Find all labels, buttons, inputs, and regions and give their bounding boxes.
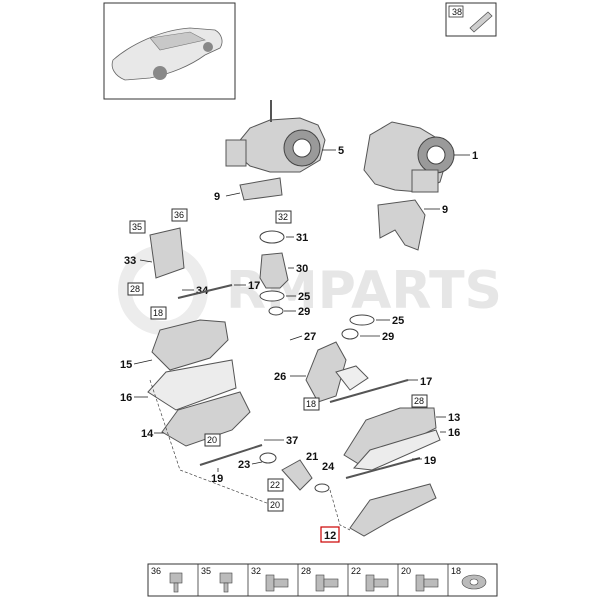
callout-25-left: 25: [298, 291, 310, 303]
turbocharger-left: [225, 100, 326, 173]
callout-14: 14: [141, 428, 154, 440]
clamp-29: [268, 306, 284, 316]
heat-shield-33: [149, 227, 185, 279]
callout-19-right: 19: [424, 455, 436, 467]
ref-28-right: 28: [414, 396, 424, 406]
legend-item-35: 35: [201, 566, 211, 576]
clamp-29-right: [341, 328, 359, 340]
ref-box-22: [267, 478, 284, 492]
callout-23: 23: [238, 459, 250, 471]
ref-box-20-upper: [204, 433, 221, 447]
ref-box-36: [171, 208, 188, 222]
ref-18-left: 18: [153, 308, 163, 318]
bolt-icon-22: [365, 574, 389, 592]
callout-26: 26: [274, 371, 286, 383]
bolt-icon-20: [415, 574, 439, 592]
clamp-23: [259, 452, 277, 464]
callout-9-right: 9: [442, 204, 448, 216]
callout-13: 13: [448, 412, 460, 424]
ref-28-left: 28: [130, 284, 140, 294]
ref-box-28-right: [411, 394, 428, 408]
bolt-icon-36: [169, 572, 183, 593]
ref-20-upper: 20: [207, 435, 217, 445]
manifold-15: [151, 319, 229, 371]
turbocharger-right: [363, 121, 455, 193]
callout-27: 27: [304, 331, 316, 343]
callout-15: 15: [120, 359, 132, 371]
gasket-19-right: [345, 457, 421, 479]
nut-icon-18: [461, 574, 487, 590]
callout-29-right: 29: [382, 331, 394, 343]
callout-16-left: 16: [120, 392, 132, 404]
callout-24: 24: [322, 461, 335, 473]
ref-22: 22: [270, 480, 280, 490]
gasket-16-left: [147, 359, 237, 411]
callout-19-left: 19: [211, 473, 223, 485]
legend-item-18: 18: [451, 566, 461, 576]
callout-34: 34: [196, 285, 209, 297]
manifold-14: [161, 391, 251, 447]
ref-box-18-left: [150, 306, 167, 320]
bolt-icon-28: [315, 574, 339, 592]
catalytic-converter-21: [281, 459, 313, 491]
gasket-25-right: [349, 314, 375, 326]
guide-line-left: [149, 379, 281, 509]
gasket-19-left: [199, 444, 263, 466]
ref-32: 32: [278, 212, 288, 222]
gasket-17-right: [329, 379, 409, 403]
ref-box-32: [275, 210, 292, 224]
catalytic-converter-30: [259, 252, 289, 289]
ref-box-28-left: [127, 282, 144, 296]
part-38-label: 38: [452, 7, 462, 17]
legend-item-36: 36: [151, 566, 161, 576]
bracket-right: [377, 199, 426, 251]
part-38-box: 38: [445, 2, 497, 37]
ref-box-18-right: [303, 397, 320, 411]
callout-1: 1: [472, 150, 478, 162]
bolt-icon-32: [265, 574, 289, 592]
callout-31: 31: [296, 232, 308, 244]
legend-item-20: 20: [401, 566, 411, 576]
gasket-17-left: [177, 284, 233, 299]
callout-16-right: 16: [448, 427, 460, 439]
callout-33: 33: [124, 255, 136, 267]
legend-item-28: 28: [301, 566, 311, 576]
gasket-25: [259, 290, 285, 302]
ref-box-12: [320, 526, 340, 543]
ref-35: 35: [132, 222, 142, 232]
manifold-12: [349, 483, 437, 537]
legend-item-22: 22: [351, 566, 361, 576]
vehicle-thumbnail: [103, 2, 236, 100]
callout-30: 30: [296, 263, 308, 275]
callout-12: 12: [324, 530, 336, 542]
gasket-31: [259, 230, 285, 244]
ref-box-20-lower: [267, 498, 284, 512]
callout-25-right: 25: [392, 315, 404, 327]
callout-9-left: 9: [214, 191, 220, 203]
ref-box-35: [129, 220, 146, 234]
ref-18-right: 18: [306, 399, 316, 409]
clamp-24: [314, 483, 330, 493]
bracket-left: [239, 177, 283, 201]
callout-17-left: 17: [248, 280, 260, 292]
ref-20-lower: 20: [270, 500, 280, 510]
callout-5: 5: [338, 145, 344, 157]
flange-26: [335, 365, 369, 391]
callout-21: 21: [306, 451, 318, 463]
ref-36: 36: [174, 210, 184, 220]
fastener-legend: 36 35 32 28 22 20 18: [147, 563, 498, 597]
legend-item-32: 32: [251, 566, 261, 576]
gasket-16-right: [352, 429, 441, 471]
callout-37: 37: [286, 435, 298, 447]
callout-29-left: 29: [298, 306, 310, 318]
guide-line-right: [329, 489, 351, 531]
bolt-icon-35: [219, 572, 233, 593]
callout-17-right: 17: [420, 376, 432, 388]
